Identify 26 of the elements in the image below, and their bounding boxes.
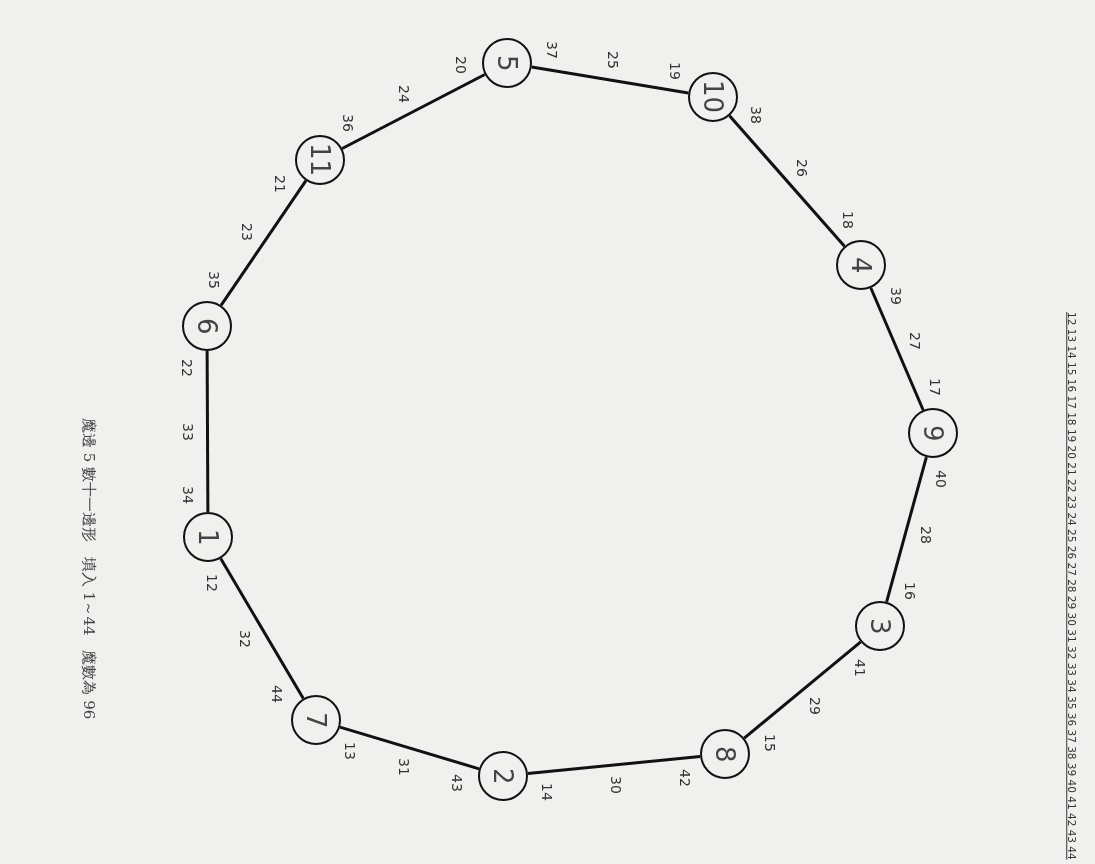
edge-line [743, 640, 862, 740]
edge-line [885, 456, 928, 603]
number-circle: 8 [700, 729, 750, 779]
edge-line [869, 287, 925, 411]
edge-line [205, 351, 210, 512]
edge-line [219, 179, 308, 307]
number-circle: 10 [688, 72, 738, 122]
number-circle: 5 [482, 38, 532, 88]
number-circle: 11 [295, 135, 345, 185]
edge-line [531, 65, 689, 95]
edge-line [339, 725, 480, 771]
title: 魔邊 5 數十一邊形 填入 1～44 魔數為 96 [80, 418, 96, 720]
edge-label: 26 [794, 157, 810, 178]
number-circle: 4 [836, 240, 886, 290]
number-circle: 7 [291, 695, 341, 745]
number-circle: 2 [478, 751, 528, 801]
corner-number: 43 [449, 773, 465, 793]
edge-line [219, 557, 305, 700]
number-circle: 9 [908, 408, 958, 458]
edge-line [341, 73, 486, 150]
edge-line [527, 754, 701, 776]
number-circle: 3 [855, 601, 905, 651]
number-circle: 6 [182, 301, 232, 351]
number-circle: 1 [183, 512, 233, 562]
number-list: 12 13 14 15 16 17 18 19 20 21 22 23 24 25 26 27 28 29 30 31 32 33 34 35 36 37 38 39 40 41 42 43 44 [1066, 312, 1078, 860]
edge-line [728, 114, 846, 248]
